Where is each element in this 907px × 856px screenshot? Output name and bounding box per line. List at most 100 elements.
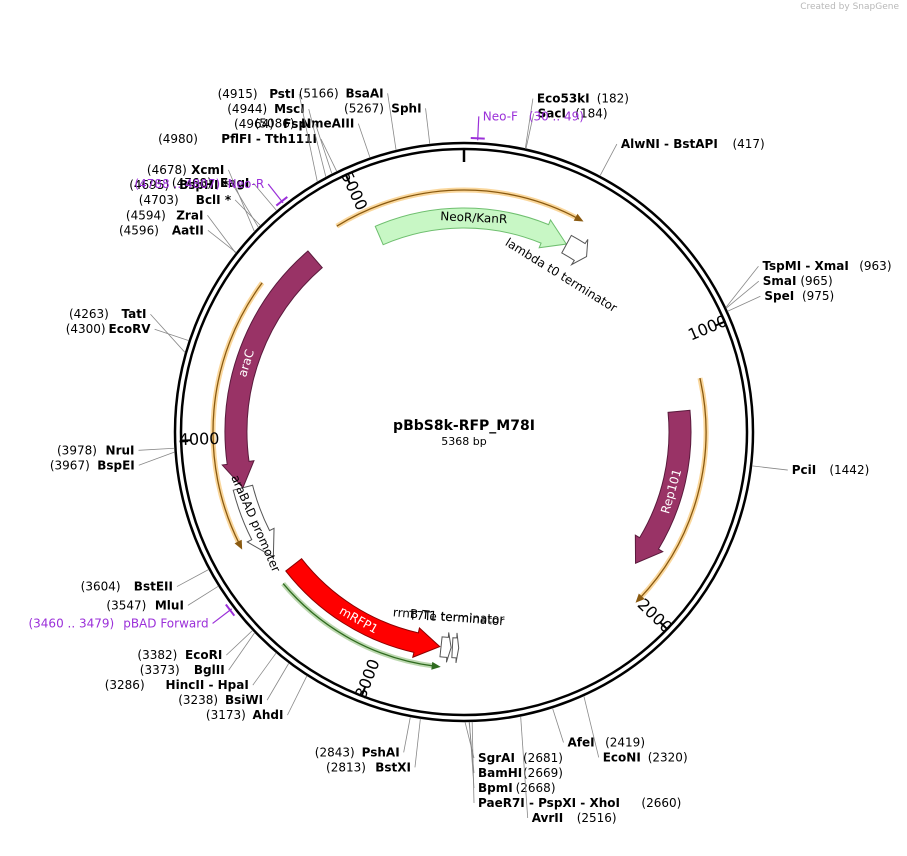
primer-mark	[225, 603, 236, 617]
feature-label-neor-kanr: NeoR/KanR	[440, 209, 508, 226]
enzyme-coord: (2660)	[641, 796, 681, 810]
enzyme-coord: (2419)	[605, 735, 645, 749]
snapgene-credit: Created by SnapGene	[800, 2, 899, 12]
enzyme-name: AfeI	[568, 735, 595, 749]
enzyme-coord: (3238)	[178, 693, 218, 707]
enzyme-site-bsteii: BstEII(3604)	[81, 580, 173, 594]
enzyme-leader	[308, 108, 327, 178]
enzyme-coord: (4964)	[234, 117, 274, 131]
enzyme-name: PaeR7I - PspXI - XhoI	[478, 796, 620, 810]
enzyme-leader	[252, 652, 277, 686]
enzyme-leader	[228, 169, 255, 232]
feature-label-lambda-t0-terminator: lambda t0 terminator	[503, 235, 620, 315]
primer-leader	[267, 183, 284, 204]
enzyme-name: NruI	[106, 443, 135, 457]
enzyme-coord: (975)	[802, 289, 834, 303]
enzyme-coord: (2320)	[648, 750, 688, 764]
enzyme-name: PflFI - Tth111I	[221, 132, 317, 146]
enzyme-leader	[176, 569, 209, 587]
enzyme-leader	[228, 632, 255, 671]
primer-range: (4788 .. 4807)	[134, 177, 220, 191]
primer-mark	[275, 196, 288, 207]
enzyme-name: PstI	[269, 87, 295, 101]
enzyme-coord: (2516)	[577, 811, 617, 825]
enzyme-site-econi: EcoNI (2320)	[603, 750, 688, 764]
enzyme-name: AatII	[172, 223, 204, 237]
enzyme-coord: (4703)	[139, 193, 179, 207]
enzyme-name: EcoNI	[603, 750, 641, 764]
coverage-line	[282, 583, 435, 667]
primer-leader	[212, 608, 233, 624]
enzyme-leader	[315, 123, 333, 174]
enzyme-leader	[187, 585, 219, 606]
enzyme-coord: (3382)	[137, 648, 177, 662]
primer-range: (30 .. 49)	[529, 109, 584, 123]
enzyme-name: BamHI	[478, 766, 522, 780]
enzyme-site-sphi: SphI (5267)	[344, 101, 422, 115]
enzyme-name: SgrAI	[478, 751, 515, 765]
enzyme-leader	[725, 265, 759, 308]
enzyme-leader	[287, 675, 308, 716]
enzyme-site-bstxi: BstXI(2813)	[326, 760, 411, 774]
scale-tick	[344, 174, 351, 185]
primer-leader	[477, 116, 480, 141]
backbone-ring	[173, 141, 755, 723]
enzyme-leader	[471, 721, 475, 804]
enzyme-site-smai: SmaI(965)	[763, 274, 833, 288]
enzyme-name: BspHI *	[179, 178, 230, 192]
enzyme-leader	[150, 313, 186, 353]
feature-rep101	[634, 409, 692, 565]
primer-sites: Neo-F(30 .. 49)Neo-R(4788 .. 4807)pBAD F…	[28, 109, 583, 630]
enzyme-site-bsaai: BsaAI(5166)	[299, 86, 384, 100]
enzyme-site-mlui: MluI(3547)	[106, 598, 184, 612]
enzyme-site-ecorv: EcoRV(4300)	[66, 322, 152, 336]
enzyme-leader	[387, 93, 397, 151]
enzyme-name: SmaI	[763, 274, 797, 288]
plasmid-size: 5368 bp	[441, 435, 486, 448]
enzyme-coord: (4695)	[129, 178, 169, 192]
scale-tick-label: 2000	[634, 595, 676, 637]
enzyme-leader	[154, 328, 189, 341]
enzyme-leader	[520, 716, 529, 819]
enzyme-coord: (184)	[575, 107, 607, 121]
enzyme-site-bcli: BclI *(4703)	[139, 193, 232, 207]
enzyme-leader	[599, 143, 618, 177]
enzyme-leader	[234, 199, 261, 226]
enzyme-coord: (417)	[732, 137, 764, 151]
enzyme-coord: (4980)	[158, 132, 198, 146]
enzyme-name: SphI	[391, 101, 421, 115]
enzyme-name: TspMI - XmaI	[762, 259, 848, 273]
restriction-sites: SphI(5267)BsaAI(5166)NmeAIII(5086)PflFI …	[50, 86, 892, 825]
enzyme-name: BpmI	[478, 781, 513, 795]
enzyme-coord: (5267)	[344, 101, 384, 115]
enzyme-coord: (4768)	[172, 176, 212, 190]
enzyme-coord: (4263)	[69, 307, 109, 321]
enzyme-site-afei: AfeI (2419)	[568, 735, 646, 749]
feature-mrfp1	[285, 558, 441, 659]
enzyme-name: BstXI	[375, 760, 411, 774]
enzyme-name: EagI	[220, 176, 249, 190]
enzyme-name: XcmI	[191, 163, 224, 177]
enzyme-leader	[226, 630, 253, 656]
enzyme-leader	[138, 451, 175, 466]
enzyme-coord: (4915)	[218, 87, 258, 101]
enzyme-name: PshAI	[362, 745, 400, 759]
enzyme-leader	[232, 184, 259, 228]
enzyme-coord: (963)	[859, 259, 891, 273]
enzyme-coord: (3967)	[50, 458, 90, 472]
enzyme-site-fspi: FspI(4964)	[234, 117, 312, 131]
feature-label-t7te-terminator: T7Te terminator	[408, 608, 505, 626]
enzyme-coord: (4300)	[66, 322, 106, 336]
enzyme-coord: (2668)	[516, 781, 556, 795]
enzyme-site-psti: PstI (4915)	[218, 87, 296, 101]
enzyme-name: AvrII	[532, 811, 564, 825]
enzyme-site-pshai: PshAI(2843)	[315, 745, 400, 759]
enzyme-coord: (5166)	[299, 86, 339, 100]
enzyme-name: MluI	[155, 598, 184, 612]
snapgene-logo: SnapGene	[852, 2, 899, 12]
scale-tick	[715, 320, 726, 327]
enzyme-leader	[524, 98, 534, 149]
enzyme-leader	[357, 123, 371, 158]
coverage-arrowhead	[635, 593, 645, 603]
